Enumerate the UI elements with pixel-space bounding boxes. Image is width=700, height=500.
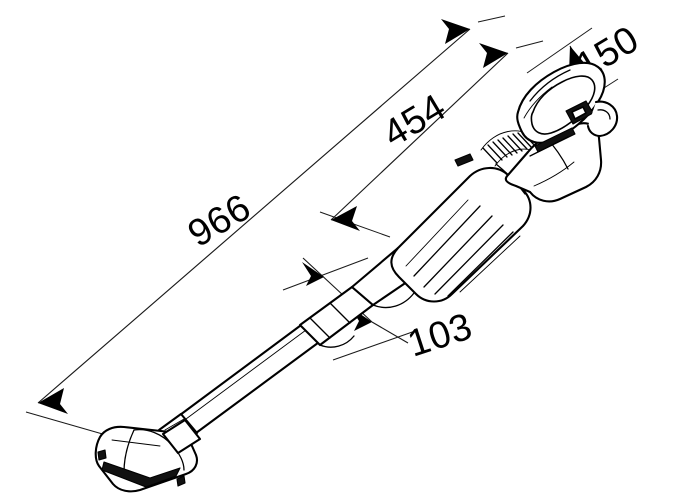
wand-upper-band-b xyxy=(329,302,351,324)
trigger-bar-edge xyxy=(529,136,569,157)
coil-line-1 xyxy=(482,147,498,164)
dust-cup-body xyxy=(390,166,532,303)
arrowhead-454-end xyxy=(479,43,508,68)
dust-cup-rib-5 xyxy=(405,199,469,267)
dust-cup-ribbed xyxy=(390,153,532,303)
dust-cup-rib-6 xyxy=(459,235,521,293)
nozzle-brush-strip xyxy=(101,461,181,488)
floor-nozzle xyxy=(94,418,202,493)
dust-cup-rib-2 xyxy=(423,215,493,288)
handle-spine-2 xyxy=(523,86,553,119)
dust-cup-release-tab xyxy=(454,153,474,167)
coil-line-3 xyxy=(492,141,508,158)
rear-cap-body xyxy=(586,100,619,138)
nozzle-neck-joint xyxy=(161,418,202,455)
extension-line-454-right xyxy=(515,40,544,49)
trigger-button xyxy=(571,106,587,120)
power-trigger-switch xyxy=(529,100,594,157)
nozzle-top-seam xyxy=(111,439,161,447)
nozzle-wheel-right xyxy=(176,475,186,487)
rear-cap xyxy=(586,100,619,138)
trigger-bar xyxy=(534,127,576,153)
wand-upper-curve xyxy=(319,335,355,348)
handle-spine xyxy=(529,69,571,102)
leader-line-103 xyxy=(371,321,409,344)
coil-line-6 xyxy=(507,135,523,152)
extension-line-150-top xyxy=(526,27,593,74)
coil-line-8 xyxy=(517,132,533,149)
product-illustration xyxy=(94,61,619,493)
motor-seam-b xyxy=(533,161,575,187)
arrowhead-103-start xyxy=(302,262,324,286)
wand-upper-band-a xyxy=(309,317,331,339)
dimension-line-454 xyxy=(330,52,509,221)
arrowhead-966-start xyxy=(38,388,68,414)
dust-cup-rib-4 xyxy=(447,231,514,297)
extension-line-103-upper xyxy=(282,257,369,291)
dimension-line-966 xyxy=(37,28,471,404)
rear-cap-seam xyxy=(597,109,611,120)
nozzle-wheel-left xyxy=(97,449,107,461)
coil-line-7 xyxy=(512,133,528,150)
arrowhead-454-start xyxy=(331,206,360,231)
extension-line-454-left xyxy=(319,211,391,238)
coil-line-2 xyxy=(487,144,503,161)
dust-cup-nose-curve xyxy=(372,292,415,309)
extension-line-103-lower xyxy=(332,329,419,361)
dust-cup-rib-3 xyxy=(434,224,504,295)
extension-line-966-left xyxy=(25,411,114,438)
dust-cup-rib-1 xyxy=(413,205,481,277)
arrowhead-966-end xyxy=(441,19,470,44)
wand-collar-hair xyxy=(164,418,185,431)
extension-line-966-right xyxy=(477,15,506,23)
